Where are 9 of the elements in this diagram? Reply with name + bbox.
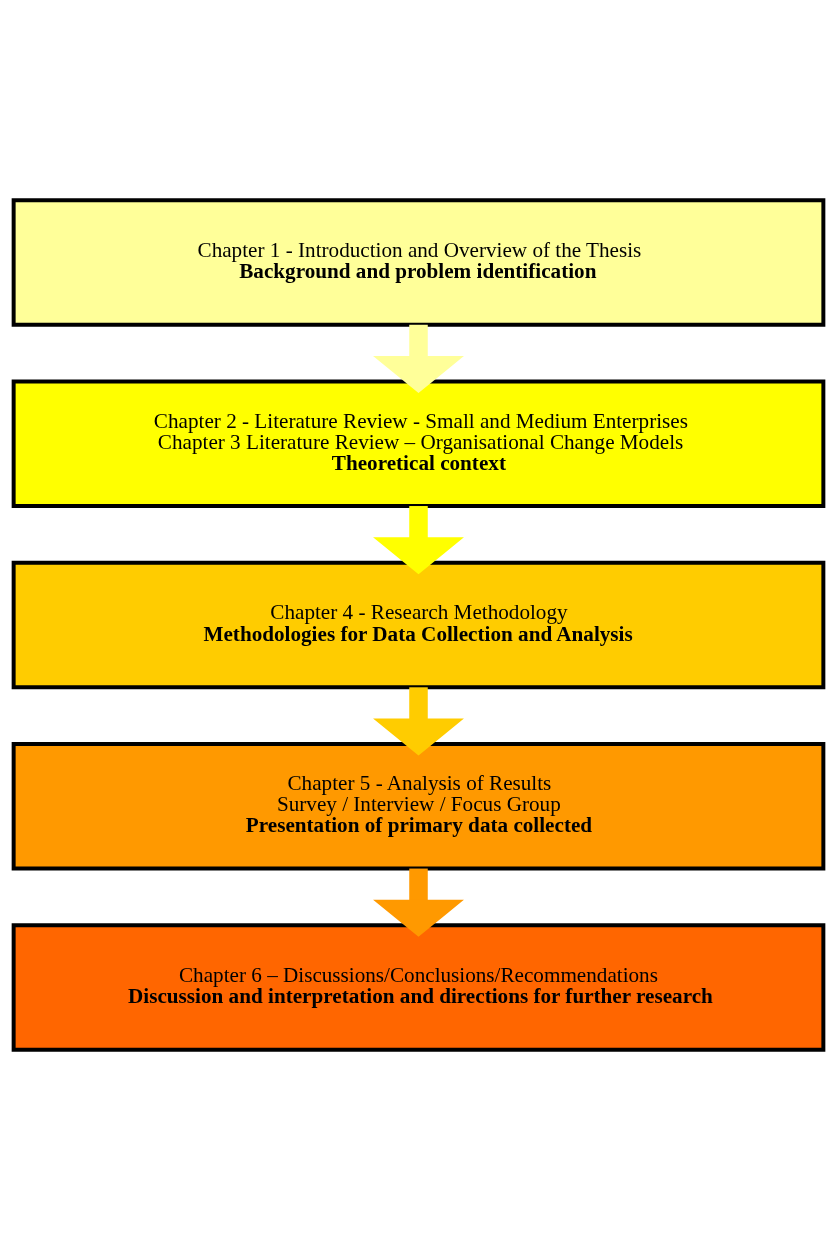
arrow — [373, 868, 464, 937]
arrow — [373, 324, 464, 394]
node-box: Chapter 5 - Analysis of Results Survey / Interview / Focus Group Presentation of primary data collected — [11, 742, 826, 871]
node-box: Chapter 1 - Introduction and Overview of the Thesis Background and problem identification — [11, 198, 826, 327]
node-box: Chapter 6 – Discussions/Conclusions/Recommendations Discussion and interpretation and directions for further research — [11, 923, 826, 1052]
arrow — [373, 506, 464, 575]
arrow — [373, 687, 464, 756]
node-box: Chapter 4 - Research Methodology Methodologies for Data Collection and Analysis — [11, 560, 826, 690]
node-box: Chapter 2 - Literature Review - Small and Medium Enterprises Chapter 3 Literature Review – Organisational Change Models Theoretical context — [11, 379, 826, 508]
